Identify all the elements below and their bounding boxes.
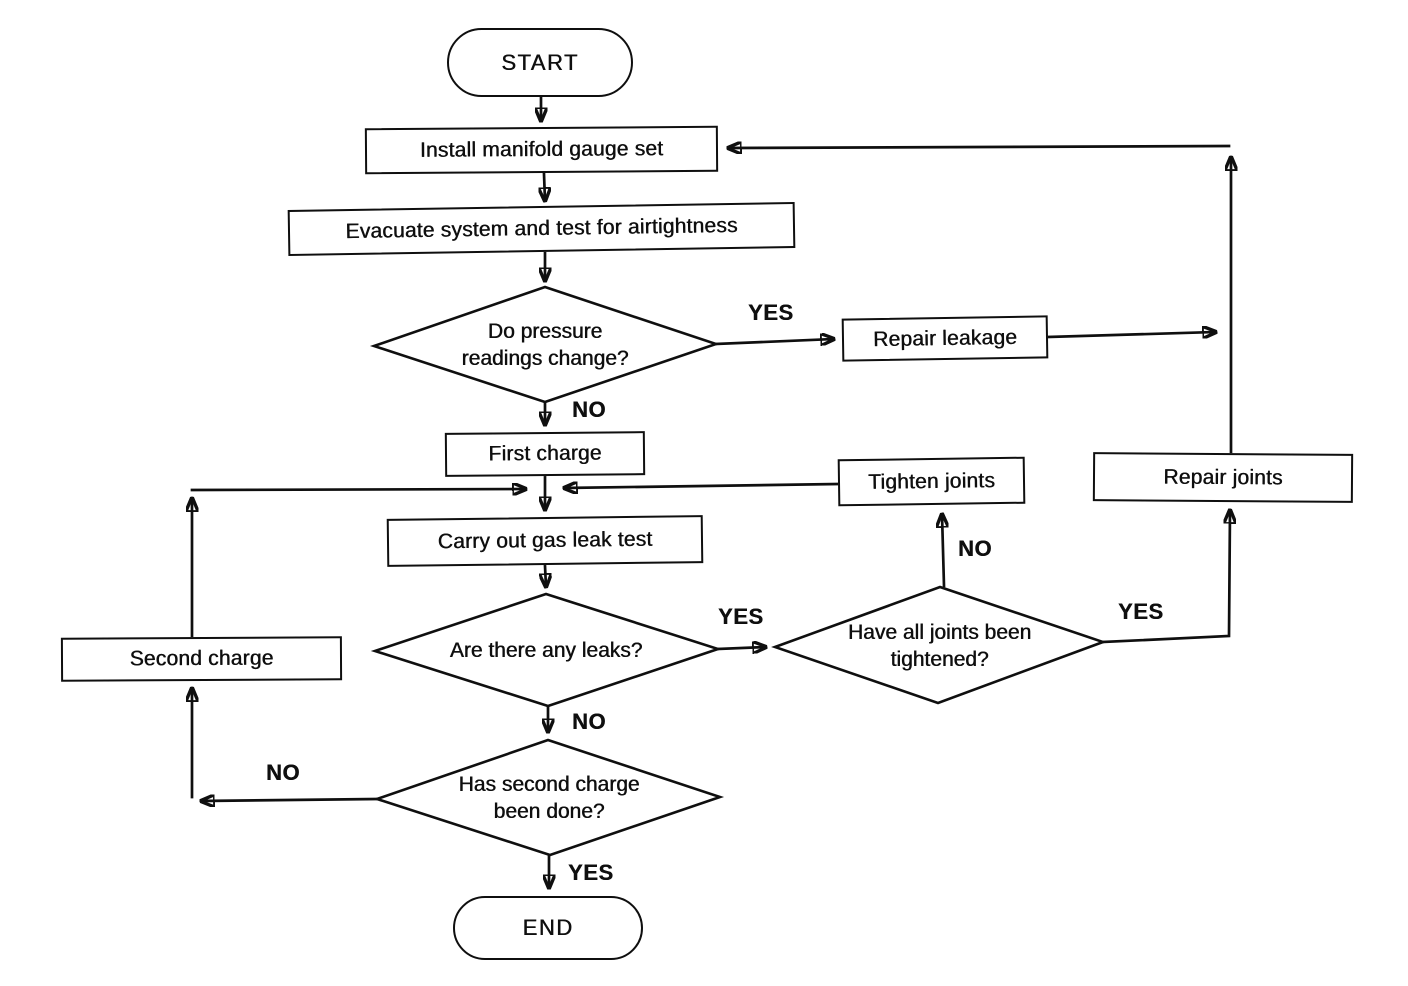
edge-secondcharge-merge	[190, 489, 528, 490]
decision-second-charge-done-label: Has second charge been done?	[458, 773, 640, 823]
edge-tightened-yes-repairjoints	[1101, 508, 1230, 644]
node-repair-leakage: Repair leakage	[841, 315, 1049, 362]
edge-repairleakage-loopline	[1046, 332, 1216, 337]
node-repair-joints: Repair joints	[1092, 452, 1354, 503]
edge-label-second-yes: YES	[568, 860, 614, 885]
edge-tightened-no-tightenjoints	[942, 514, 944, 588]
node-tighten-joints: Tighten joints	[837, 456, 1026, 507]
edge-tightenjoints-merge	[562, 484, 840, 488]
edge-label-pressure-no: NO	[572, 397, 606, 422]
edge-pressure-yes-repairleakage	[714, 339, 834, 344]
edge-gastest-anyleaks	[545, 564, 546, 587]
edge-label-pressure-yes: YES	[748, 300, 794, 325]
node-install-manifold-gauge: Install manifold gauge set	[364, 125, 719, 175]
decision-joints-tightened-shape	[771, 585, 1107, 705]
edge-label-tightened-no: NO	[958, 536, 992, 561]
decision-pressure-change-label: Do pressure readings change?	[461, 320, 629, 370]
node-carry-out-gas-leak-test: Carry out gas leak test	[386, 515, 704, 567]
node-second-charge: Second charge	[60, 636, 343, 682]
decision-pressure-change-shape	[369, 285, 721, 404]
decision-joints-tightened-label: Have all joints been tightened?	[847, 621, 1032, 671]
node-evacuate-system: Evacuate system and test for airtightnes…	[287, 202, 796, 256]
edge-label-second-no: NO	[266, 760, 300, 785]
decision-second-charge-done-shape	[372, 738, 725, 857]
edge-label-leaks-yes: YES	[718, 604, 764, 629]
edge-seconddone-no-left	[199, 799, 379, 801]
edge-anyleaks-yes-tightened	[716, 647, 766, 649]
edge-label-leaks-no: NO	[572, 709, 606, 734]
node-start: START	[447, 28, 633, 97]
node-end: END	[453, 896, 643, 960]
decision-any-leaks-shape	[370, 592, 723, 708]
edge-label-tightened-yes: YES	[1118, 599, 1164, 624]
edge-install-evacuate	[544, 172, 545, 201]
edge-loop-top-to-install	[726, 146, 1231, 148]
node-first-charge: First charge	[444, 431, 646, 477]
decision-any-leaks-label: Are there any leaks?	[449, 638, 643, 662]
